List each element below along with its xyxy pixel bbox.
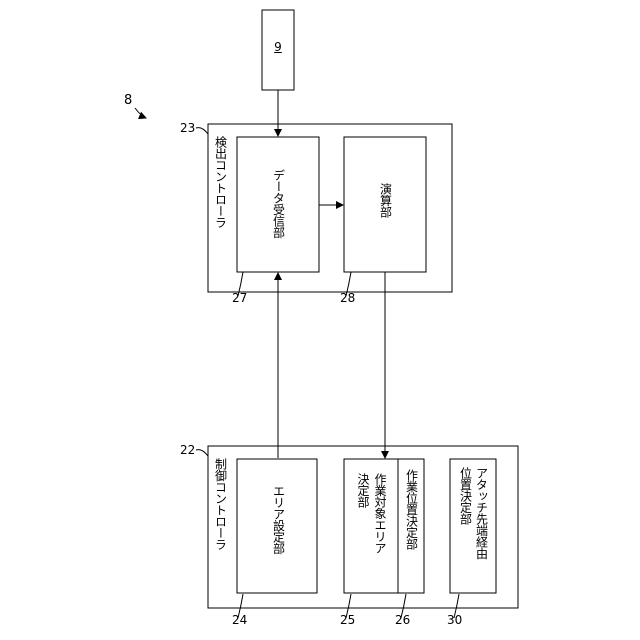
computation-unit-label: 演算部 <box>379 183 392 218</box>
area-setting-unit-ref: 24 <box>232 613 247 627</box>
work-target-area-unit-label-line2: 決定部 <box>356 473 369 554</box>
work-target-area-unit-ref: 25 <box>340 613 355 627</box>
detection-controller-label: 検出コントローラ <box>214 136 227 228</box>
detection-controller-ref: 23 <box>180 121 195 135</box>
figure-leader-line <box>135 108 146 118</box>
area-setting-unit-label: エリア設定部 <box>272 485 285 554</box>
attachment-tip-unit-label-line1: アタッチ先端経由 <box>475 467 488 559</box>
control-controller-ref: 22 <box>180 443 195 457</box>
control-controller-label: 制御コントローラ <box>214 458 227 550</box>
work-position-unit-label: 作業位置決定部 <box>405 469 418 550</box>
figure-number: 8 <box>124 93 132 108</box>
external-device-ref: 9 <box>262 40 294 54</box>
detection-controller-leader <box>196 128 208 134</box>
detection-controller-box <box>208 124 452 292</box>
control-controller-leader <box>196 450 208 456</box>
work-target-area-unit-label-line1: 作業対象エリア <box>373 473 386 554</box>
data-receiving-unit-ref: 27 <box>232 291 247 305</box>
attachment-tip-unit-label-line2: 位置決定部 <box>459 467 472 559</box>
computation-unit-ref: 28 <box>340 291 355 305</box>
work-position-unit-ref: 26 <box>395 613 410 627</box>
data-receiving-unit-label: データ受信部 <box>272 169 285 238</box>
